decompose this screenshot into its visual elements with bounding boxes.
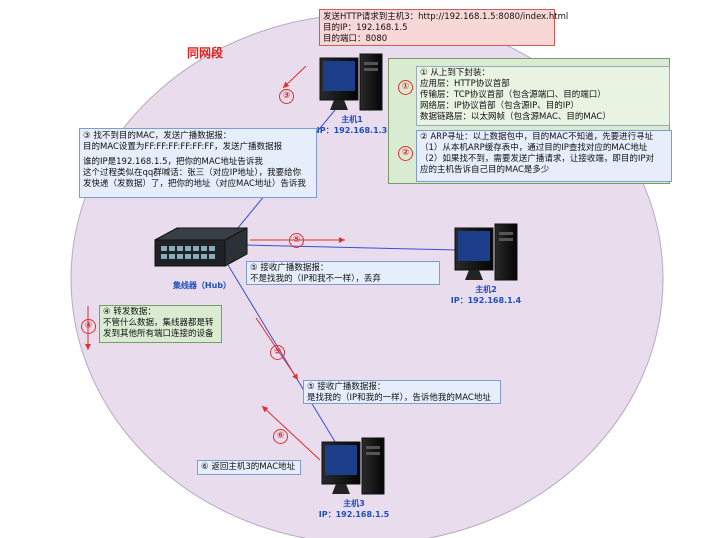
- encapsulation-box: ① 从上到下封装： 应用层：HTTP协议首部 传输层：TCP协议首部（包含源端口…: [388, 58, 672, 184]
- arrow-step3: [282, 65, 307, 89]
- host1-name: 主机1: [341, 115, 363, 124]
- step-marker-3: ③: [279, 89, 294, 104]
- host2-computer-icon: [454, 223, 518, 281]
- broadcast-line: ③ 找不到目的MAC，发送广播数据报：: [83, 131, 232, 141]
- hub-forward-box: ④ 转发数据： 不管什么数据，集线器都是转 发到其他所有端口连接的设备: [99, 305, 222, 343]
- host1-computer-icon: [319, 53, 383, 111]
- arp-line: 应的主机告诉自己目的MAC是多少: [420, 165, 550, 175]
- step-marker-1: ①: [398, 80, 413, 95]
- host2-ip: IP：192.168.1.4: [450, 296, 522, 305]
- host3-name: 主机3: [343, 499, 365, 508]
- arrow-step6: [261, 405, 321, 461]
- host3-label: 主机3 IP：192.168.1.5: [316, 498, 392, 520]
- broadcast-line: 目的MAC设置为FF:FF:FF:FF:FF:FF，发送广播数据报: [83, 142, 283, 152]
- arp-line: ② ARP寻址：以上数据包中，目的MAC不知道，先要进行寻址: [420, 132, 654, 142]
- host1-ip: IP：192.168.1.3: [316, 126, 388, 135]
- hub-name: 集线器（Hub）: [172, 281, 232, 290]
- encap-line: 应用层：HTTP协议首部: [420, 79, 510, 89]
- recv3-line: ⑤ 接收广播数据报：: [307, 382, 386, 392]
- broadcast-box: ③ 找不到目的MAC，发送广播数据报： 目的MAC设置为FF:FF:FF:FF:…: [79, 128, 317, 198]
- hub-label: 集线器（Hub）: [162, 280, 242, 291]
- encapsulation-text: ① 从上到下封装： 应用层：HTTP协议首部 传输层：TCP协议首部（包含源端口…: [416, 66, 670, 126]
- recv2-line: ⑤ 接收广播数据报：: [250, 263, 329, 273]
- host3-receive-box: ⑤ 接收广播数据报： 是找我的（IP和我的一样），告诉他我的MAC地址: [303, 380, 501, 404]
- link-hub-host3: [227, 264, 341, 451]
- host1-label: 主机1 IP：192.168.1.3: [314, 114, 390, 136]
- arp-line: （1）从本机ARP缓存表中，通过目的IP查找对应的MAC地址: [420, 143, 648, 153]
- network-segment-label: 同网段: [187, 46, 224, 60]
- encap-line: 数据链路层：以太网帧（包含源MAC、目的MAC）: [420, 112, 611, 122]
- request-line: 目的IP：192.168.1.5: [323, 23, 408, 33]
- host2-label: 主机2 IP：192.168.1.4: [448, 284, 524, 306]
- encap-line: ① 从上到下封装：: [420, 68, 490, 78]
- host3-computer-icon: [321, 437, 385, 495]
- broadcast-line: 谁的IP是192.168.1.5，把你的MAC地址告诉我: [83, 157, 263, 167]
- broadcast-line: 发快递（发数据）了，把你的地址（对应MAC地址）告诉我: [83, 179, 306, 189]
- encap-line: 传输层：TCP协议首部（包含源端口、目的端口）: [420, 90, 606, 100]
- step-marker-4: ④: [81, 319, 96, 334]
- forward-line: 发到其他所有端口连接的设备: [103, 329, 214, 339]
- recv2-line: 不是找我的（IP和我不一样），丢弃: [250, 274, 381, 284]
- arp-line: （2）如果找不到，需要发送广播请求，让接收端，即目的IP对: [420, 154, 655, 164]
- request-line: 发送HTTP请求到主机3：http://192.168.1.5:8080/ind…: [323, 12, 569, 22]
- host2-name: 主机2: [475, 285, 497, 294]
- forward-line: 不管什么数据，集线器都是转: [103, 318, 214, 328]
- host3-ip: IP：192.168.1.5: [318, 510, 390, 519]
- hub-icon: [154, 227, 248, 267]
- return-line: ⑥ 返回主机3的MAC地址: [201, 462, 296, 472]
- encap-line: 网络层：IP协议首部（包含源IP、目的IP）: [420, 101, 579, 111]
- return-mac-box: ⑥ 返回主机3的MAC地址: [197, 460, 301, 475]
- link-hub-host2: [244, 244, 459, 251]
- broadcast-line: 这个过程类似在qq群喊话：张三（对应IP地址），我要给你: [83, 168, 302, 178]
- arp-box: ② ARP寻址：以上数据包中，目的MAC不知道，先要进行寻址 （1）从本机ARP…: [416, 130, 672, 182]
- step-marker-5a: ⑤: [289, 233, 304, 248]
- host2-receive-box: ⑤ 接收广播数据报： 不是找我的（IP和我不一样），丢弃: [246, 261, 440, 285]
- http-request-box: 发送HTTP请求到主机3：http://192.168.1.5:8080/ind…: [319, 9, 569, 46]
- request-line: 目的端口：8080: [323, 34, 388, 44]
- step-marker-6: ⑥: [273, 429, 288, 444]
- forward-line: ④ 转发数据：: [103, 307, 156, 317]
- recv3-line: 是找我的（IP和我的一样），告诉他我的MAC地址: [307, 393, 491, 403]
- step-marker-2: ②: [398, 146, 413, 161]
- step-marker-5b: ⑤: [270, 345, 285, 360]
